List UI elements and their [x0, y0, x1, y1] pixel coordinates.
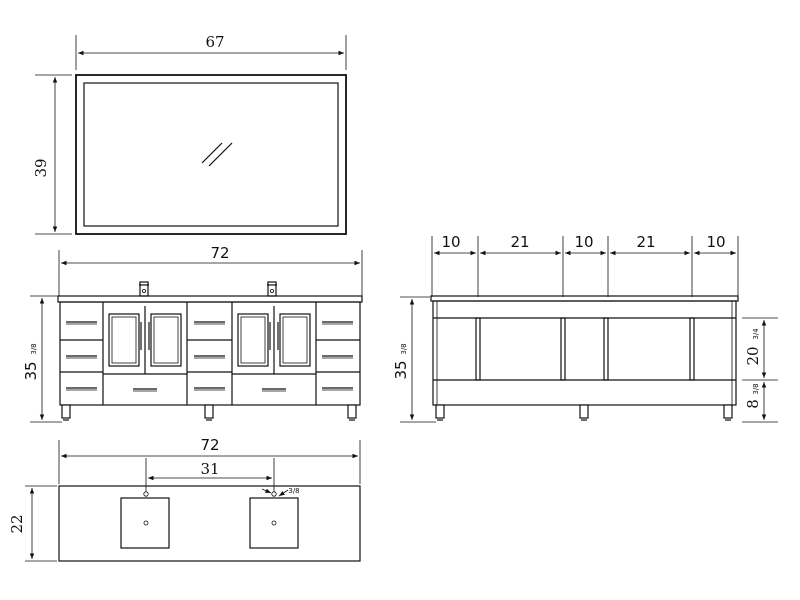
top-depth-label: 22: [8, 514, 26, 533]
side-segment-label-5: 10: [706, 233, 725, 251]
front-drawer-stack-left: [60, 321, 103, 391]
mirror-view: 67 39: [32, 33, 347, 235]
front-drawer-stack-right: [316, 321, 360, 391]
side-upper-height-fraction: 3/4: [752, 328, 760, 340]
top-faucet-offset-arrow-left: [261, 488, 272, 494]
front-cabinet-body: [59, 301, 361, 406]
top-sink-left: [120, 491, 170, 549]
side-lower-height-fraction: 3/8: [752, 383, 760, 394]
front-faucet-right: [267, 281, 277, 297]
mirror-reflection-mark-2: [208, 142, 233, 167]
front-height-fraction: 3/8: [30, 343, 38, 354]
front-height-label: 35: [22, 361, 40, 380]
front-view: 72 35 3/8: [22, 244, 363, 423]
front-glass-doors-left: [108, 306, 182, 374]
top-view: 72 31 22 3/8: [8, 436, 361, 562]
front-countertop: [57, 295, 363, 303]
mirror-width-label: 67: [205, 33, 224, 51]
front-width-label: 72: [210, 244, 229, 262]
mirror-height-label: 39: [32, 158, 50, 177]
side-segment-label-4: 21: [636, 233, 655, 251]
side-lower-height-label: 8: [744, 399, 762, 409]
mirror-glass: [83, 82, 339, 227]
mirror-frame-outer: [75, 74, 347, 235]
side-segment-label-3: 10: [574, 233, 593, 251]
top-sink-right: [249, 491, 299, 549]
top-width-label: 72: [200, 436, 219, 454]
side-view: 10 21 10 21 10 35 3/8 20 3/4 8 3/8: [392, 233, 778, 423]
side-segment-label-1: 10: [441, 233, 460, 251]
top-faucet-offset-label: 3/8: [288, 487, 299, 495]
top-faucet-offset-arrow-right: [278, 489, 289, 497]
front-legs: [61, 404, 357, 421]
top-countertop: [58, 485, 361, 562]
front-glass-doors-right: [237, 306, 311, 374]
side-height-label: 35: [392, 360, 410, 379]
side-upper-height-label: 20: [744, 346, 762, 365]
front-drawer-stack-middle: [187, 321, 232, 391]
mirror-reflection-mark-1: [201, 142, 223, 164]
front-faucet-left: [139, 281, 149, 297]
side-legs: [435, 404, 733, 421]
top-sink-spacing-label: 31: [200, 460, 219, 478]
side-height-fraction: 3/8: [400, 343, 408, 354]
side-segment-label-2: 21: [510, 233, 529, 251]
